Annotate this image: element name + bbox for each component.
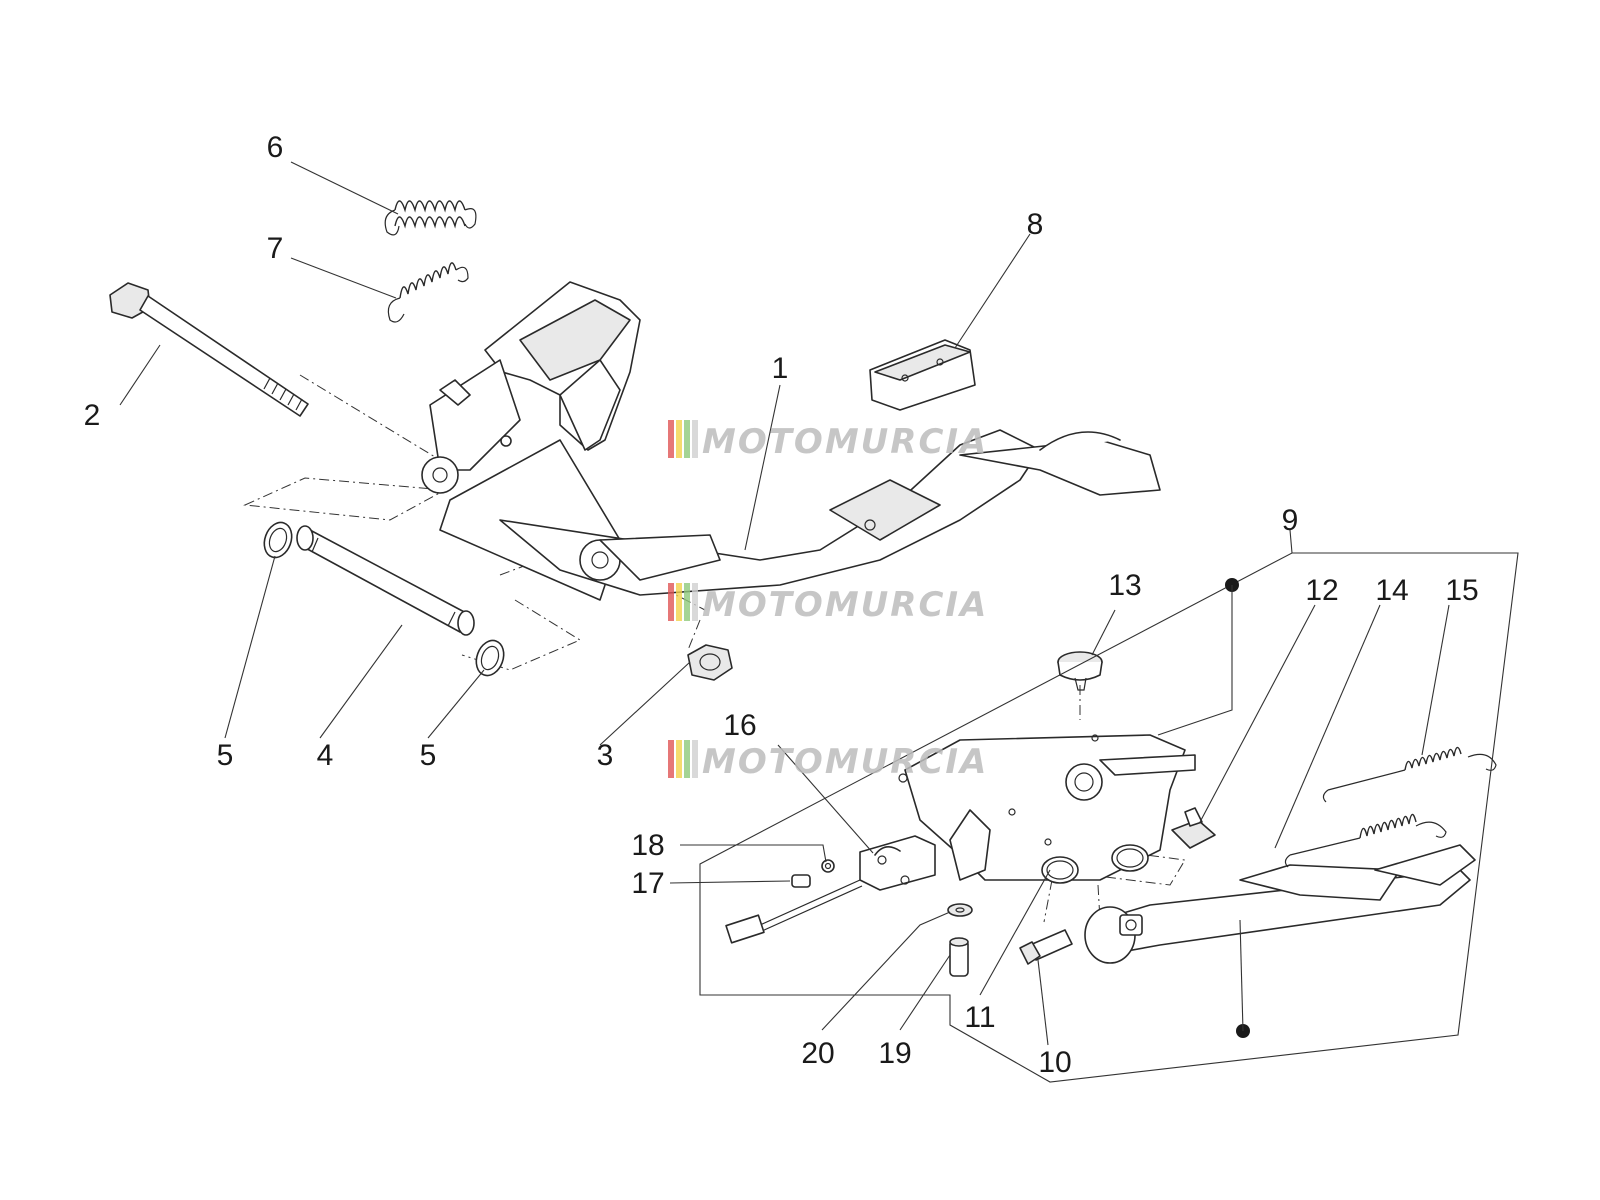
side-stand-bracket [898, 734, 1196, 881]
watermark-text: MOTOMURCIA [702, 585, 988, 625]
stopper-part-12 [1171, 807, 1216, 849]
callout-9: 9 [1282, 504, 1299, 537]
side-stand-leg [1084, 844, 1476, 964]
screw-part-19 [949, 937, 969, 977]
stopper-part-13 [1057, 651, 1103, 691]
washer-part-18 [821, 859, 835, 873]
callout-11: 11 [964, 1001, 995, 1034]
watermark-text: MOTOMURCIA [702, 422, 988, 462]
callout-15: 15 [1445, 574, 1478, 607]
callout-7: 7 [267, 232, 284, 265]
callout-3: 3 [597, 739, 614, 772]
callout-4: 4 [317, 739, 334, 772]
spring-part-7 [387, 262, 469, 323]
pad-part-8 [869, 339, 976, 411]
watermark-1: MOTOMURCIA [668, 420, 988, 462]
callout-20: 20 [801, 1037, 834, 1070]
callout-6: 6 [267, 131, 284, 164]
callout-1: 1 [772, 352, 789, 385]
watermark-stripe [676, 583, 682, 621]
side-stand-switch [725, 835, 936, 944]
callout-8: 8 [1027, 208, 1044, 241]
watermark-stripe [676, 740, 682, 778]
watermark-stripe [692, 740, 698, 778]
springs-part-14-15 [1284, 746, 1497, 868]
watermark-3: MOTOMURCIA [668, 740, 988, 782]
callout-12: 12 [1305, 574, 1338, 607]
watermark-stripe [668, 740, 674, 778]
watermark-stripe [668, 420, 674, 458]
leader-lines [119, 161, 1450, 1046]
watermark-2: MOTOMURCIA [668, 583, 988, 625]
nut-part-3 [687, 644, 733, 681]
callout-16: 16 [723, 709, 756, 742]
pivot-tube-part-4 [296, 525, 475, 636]
watermark-stripe [684, 420, 690, 458]
watermark-stripe [684, 740, 690, 778]
watermark-text: MOTOMURCIA [702, 742, 988, 782]
washer-part-5b [475, 639, 505, 677]
watermark-stripe [684, 583, 690, 621]
o-rings-part-11 [1041, 844, 1149, 884]
callout-10: 10 [1038, 1046, 1071, 1079]
center-stand-part-1 [421, 281, 1161, 601]
bolt-part-2 [109, 282, 309, 417]
callout-14: 14 [1375, 574, 1408, 607]
watermark-stripe [692, 420, 698, 458]
screw-part-17 [791, 874, 811, 888]
group-outline-9 [699, 552, 1519, 1083]
watermark-stripe [668, 583, 674, 621]
callout-5-left: 5 [217, 739, 234, 772]
callout-18: 18 [631, 829, 664, 862]
watermark-stripe [676, 420, 682, 458]
callout-17: 17 [631, 867, 664, 900]
bolt-part-10 [1019, 929, 1073, 965]
callout-5-right: 5 [420, 739, 437, 772]
watermark-stripe [692, 583, 698, 621]
spring-part-6 [384, 200, 477, 236]
washer-part-5a [263, 521, 293, 559]
callout-labels: 1 2 3 4 5 5 6 7 8 9 10 11 12 13 14 15 16… [84, 131, 1479, 1079]
callout-2: 2 [84, 399, 101, 432]
washer-part-20 [947, 903, 973, 917]
callout-19: 19 [878, 1037, 911, 1070]
callout-13: 13 [1108, 569, 1141, 602]
